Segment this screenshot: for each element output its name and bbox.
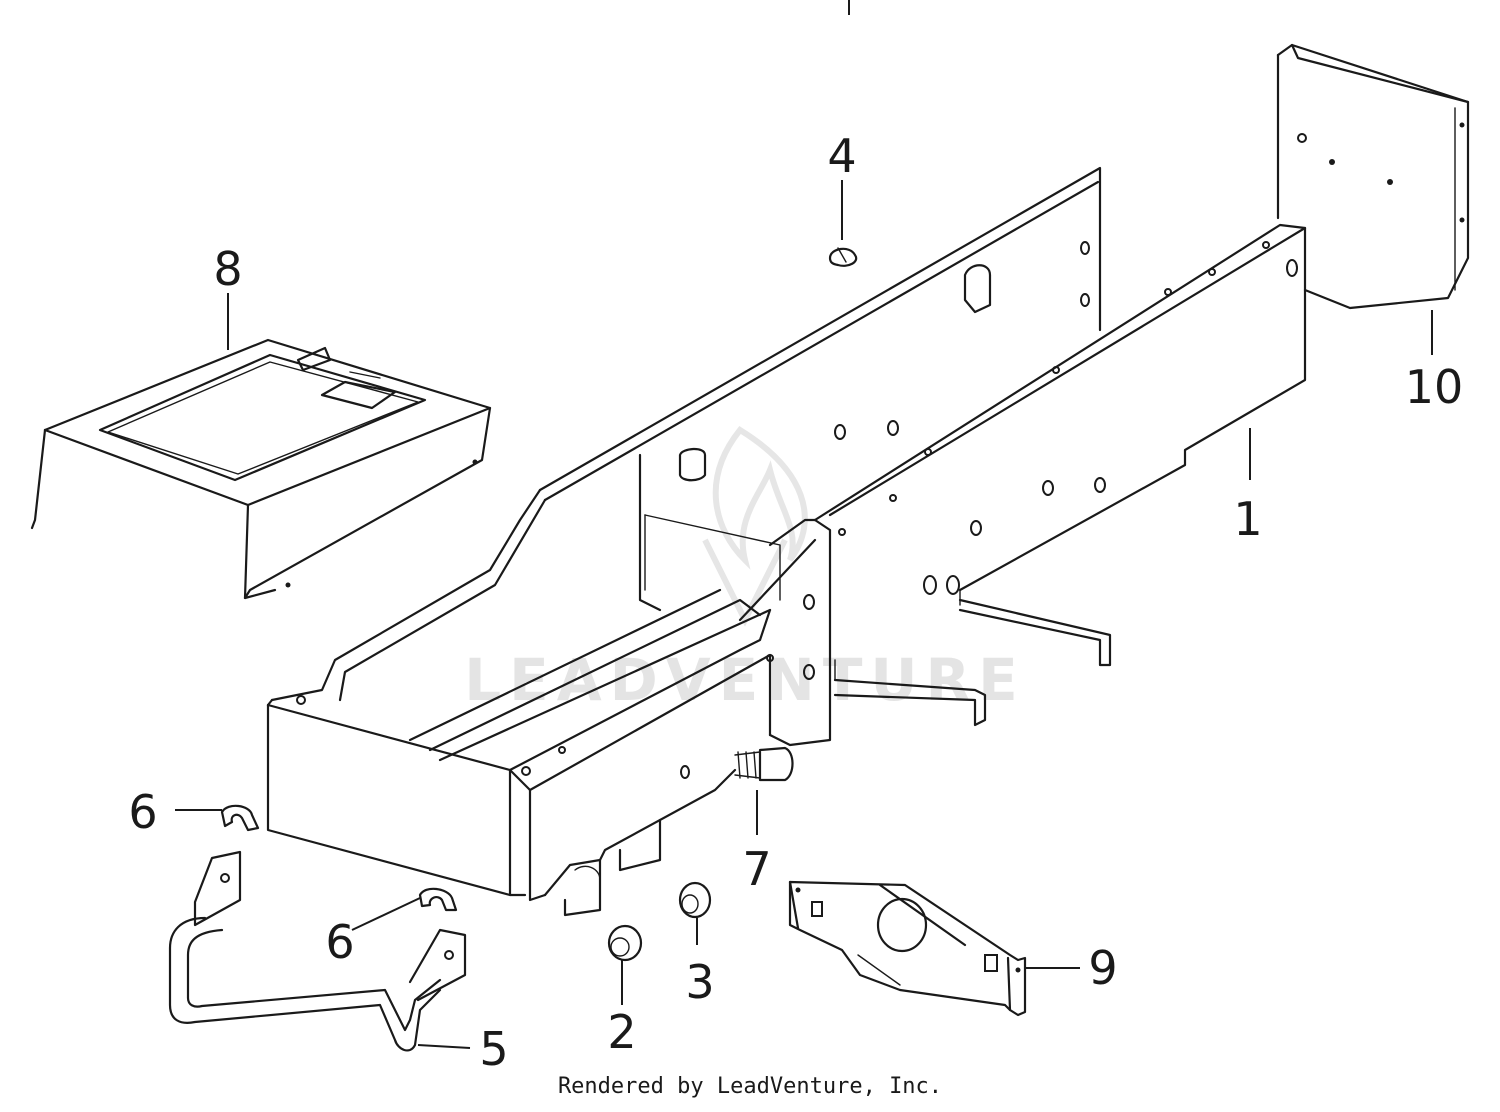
callout-7: 7 bbox=[742, 842, 771, 896]
part-1-main-frame[interactable] bbox=[266, 166, 1307, 917]
part-6-clip-b[interactable] bbox=[418, 887, 458, 912]
part-4-fastener[interactable] bbox=[828, 247, 858, 267]
leader-lines bbox=[175, 0, 1433, 1049]
leader-5 bbox=[417, 1044, 471, 1049]
part-9-bracket-plate[interactable] bbox=[788, 880, 1027, 1017]
callout-3: 3 bbox=[685, 955, 714, 1009]
part-5-hitch-bar[interactable] bbox=[168, 850, 467, 1052]
part-8-cover-panel[interactable] bbox=[30, 338, 492, 600]
part-10-rear-plate[interactable] bbox=[1276, 43, 1470, 310]
footer-credit: Rendered by LeadVenture, Inc. bbox=[557, 1074, 943, 1099]
part-3-bushing[interactable] bbox=[678, 881, 712, 919]
callout-1: 1 bbox=[1233, 492, 1262, 546]
watermark-text: LEADVENTURE bbox=[464, 646, 1026, 714]
part-6-clip-a[interactable] bbox=[220, 804, 260, 832]
watermark: LEADVENTURE bbox=[464, 426, 1026, 714]
callout-9: 9 bbox=[1088, 941, 1117, 995]
callout-10: 10 bbox=[1405, 360, 1464, 414]
leader-6b bbox=[351, 897, 421, 931]
callout-6b: 6 bbox=[325, 915, 354, 969]
callout-6a: 6 bbox=[128, 785, 157, 839]
part-7-bolt[interactable] bbox=[734, 746, 794, 782]
callout-4: 4 bbox=[827, 129, 856, 183]
callout-8: 8 bbox=[213, 242, 242, 296]
callout-labels: 1 2 3 4 5 6 6 7 8 9 10 bbox=[128, 129, 1463, 1076]
callout-2: 2 bbox=[607, 1005, 636, 1059]
watermark-logo-icon bbox=[702, 426, 808, 627]
callout-5: 5 bbox=[479, 1022, 508, 1076]
part-2-bushing[interactable] bbox=[607, 924, 643, 962]
